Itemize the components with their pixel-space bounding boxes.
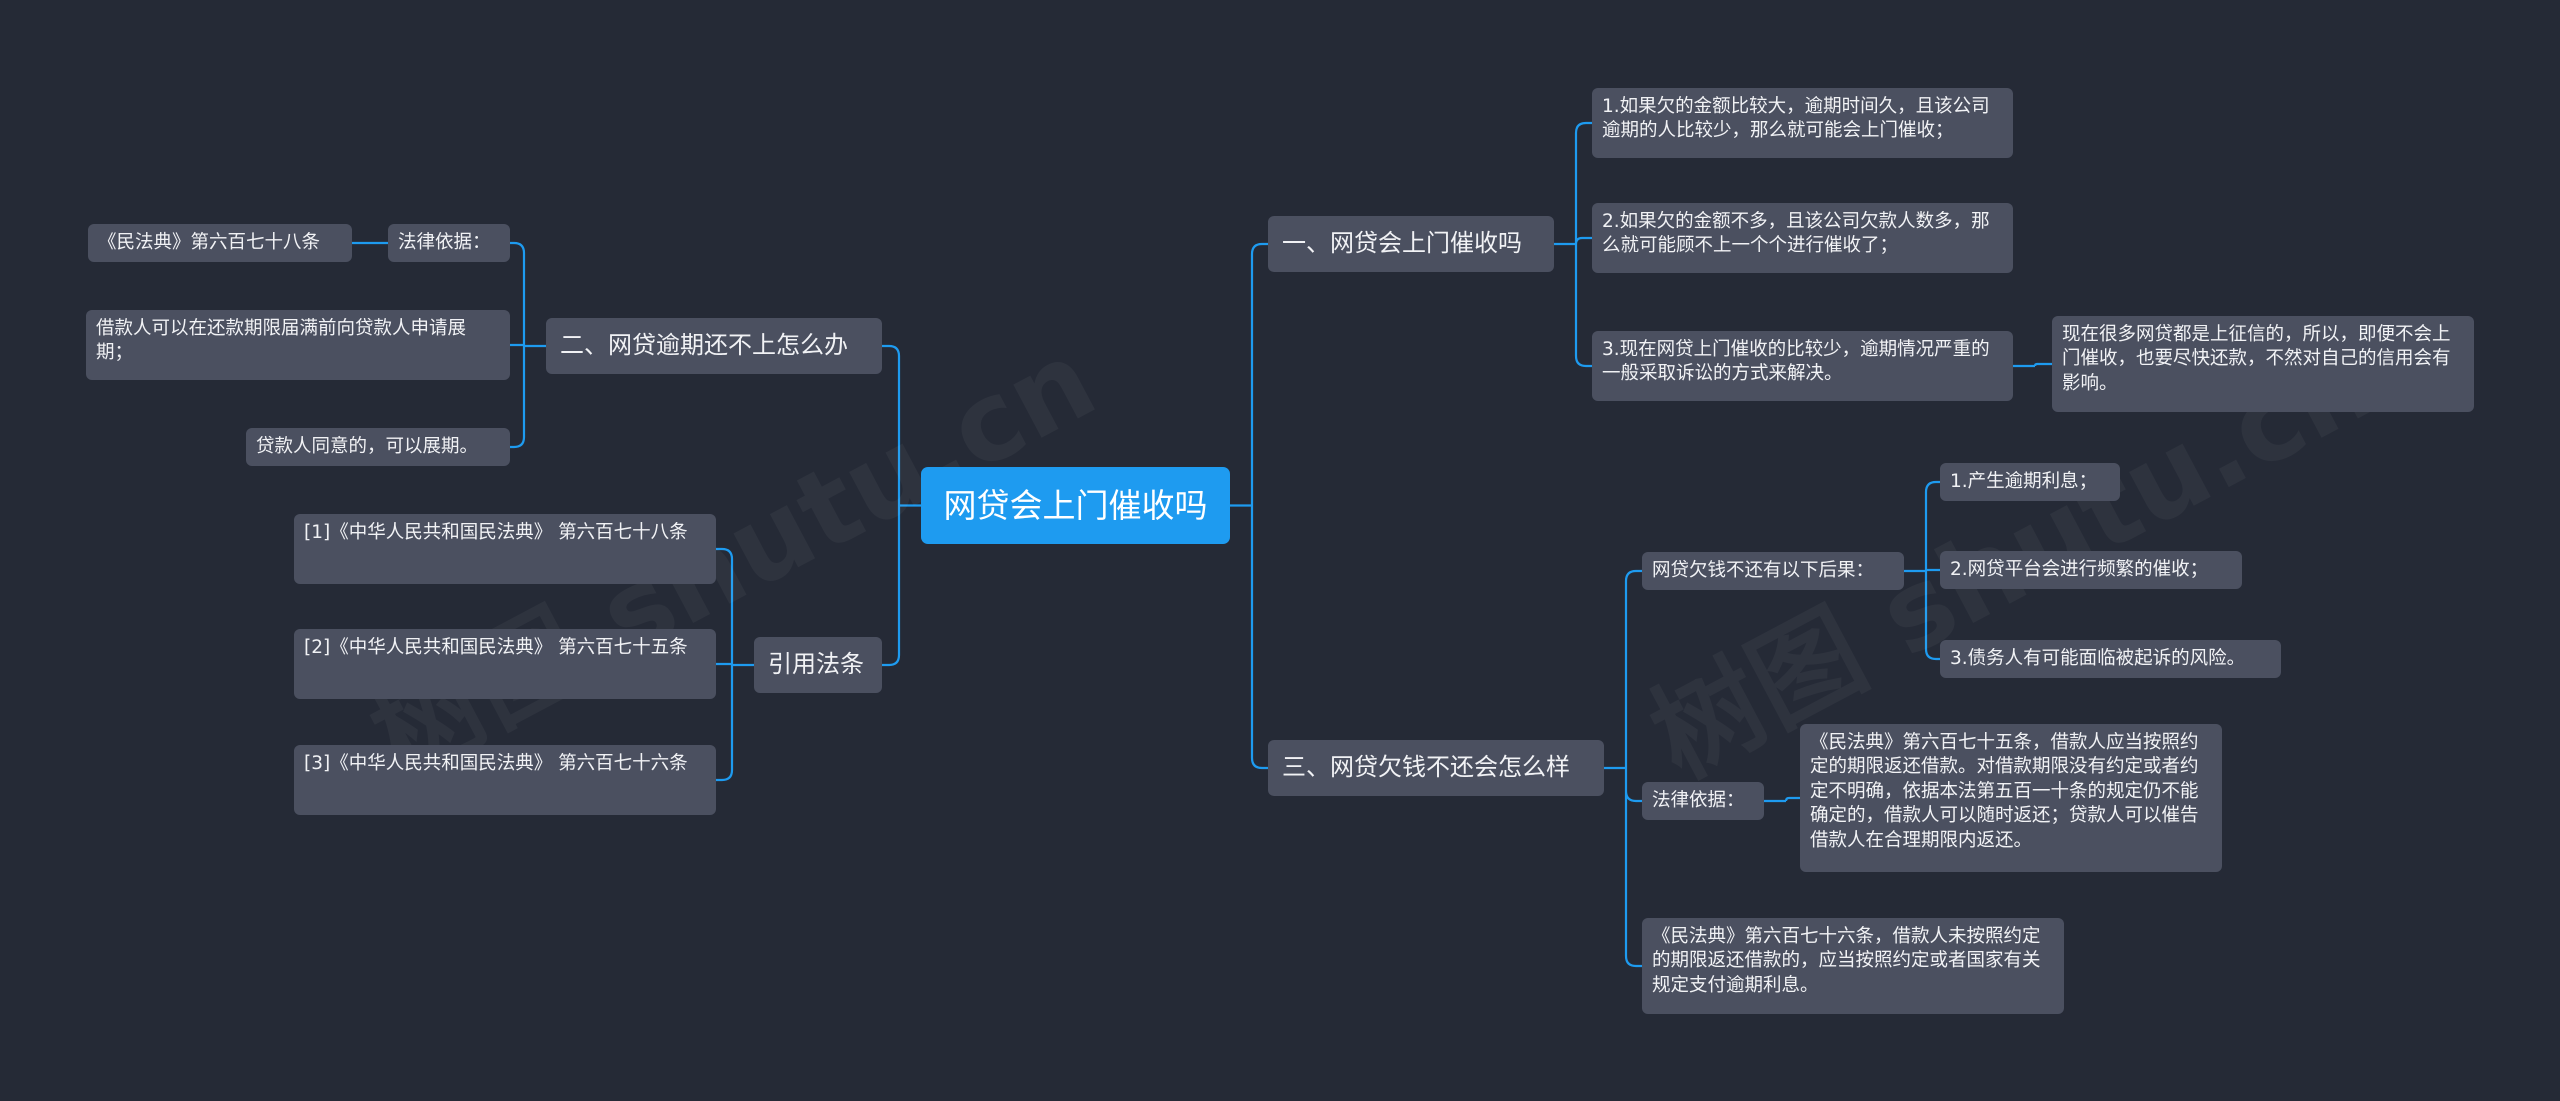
connector-n-b4 [716,547,754,782]
branch-cited-articles[interactable]: 引用法条 [754,637,882,693]
cited-article-3[interactable]: [3]《中华人民共和国民法典》 第六百七十六条 [294,745,716,815]
connector-n-root [882,344,921,667]
branch2-legal-basis-label[interactable]: 法律依据： [388,224,510,262]
connector-n-b3 [1604,569,1642,968]
cited-article-1[interactable]: [1]《中华人民共和国民法典》 第六百七十八条 [294,514,716,584]
connector-n-b3basis [1764,796,1800,803]
branch3-overdue-interest[interactable]: 《民法典》第六百七十六条，借款人未按照约定的期限返还借款的，应当按照约定或者国家… [1642,918,2064,1014]
branch-unpaid-consequences[interactable]: 三、网贷欠钱不还会怎么样 [1268,740,1604,796]
connector-n-b2 [510,241,546,449]
branch3-legal-basis-label[interactable]: 法律依据： [1642,782,1764,820]
connector-n-b1i2 [2013,362,2052,368]
connector-n-b1 [1554,121,1592,368]
branch-door-collection[interactable]: 一、网贷会上门催收吗 [1268,216,1554,272]
branch3-consequence-3[interactable]: 3.债务人有可能面临被起诉的风险。 [1940,640,2281,678]
branch3-consequences-label[interactable]: 网贷欠钱不还有以下后果： [1642,552,1904,590]
branch1-item-2[interactable]: 2.如果欠的金额不多，且该公司欠款人数多，那么就可能顾不上一个个进行催收了； [1592,203,2013,273]
branch3-consequence-1[interactable]: 1.产生逾期利息； [1940,463,2120,501]
branch1-credit-note[interactable]: 现在很多网贷都是上征信的，所以，即便不会上门催收，也要尽快还款，不然对自己的信用… [2052,316,2474,412]
connector-n-b3cons [1904,480,1940,661]
connector-n-root [1230,242,1268,770]
branch1-item-1[interactable]: 1.如果欠的金额比较大，逾期时间久，且该公司逾期的人比较少，那么就可能会上门催收… [1592,88,2013,158]
branch-overdue-solutions[interactable]: 二、网贷逾期还不上怎么办 [546,318,882,374]
root-topic[interactable]: 网贷会上门催收吗 [921,467,1230,544]
cited-article-2[interactable]: [2]《中华人民共和国民法典》 第六百七十五条 [294,629,716,699]
branch2-extension-approval[interactable]: 贷款人同意的，可以展期。 [246,428,510,466]
branch2-extension-request[interactable]: 借款人可以在还款期限届满前向贷款人申请展期； [86,310,510,380]
branch3-consequence-2[interactable]: 2.网贷平台会进行频繁的催收； [1940,551,2242,589]
branch1-item-3[interactable]: 3.现在网贷上门催收的比较少，逾期情况严重的一般采取诉讼的方式来解决。 [1592,331,2013,401]
branch2-legal-basis-ref[interactable]: 《民法典》第六百七十八条 [88,224,352,262]
branch3-legal-basis-text[interactable]: 《民法典》第六百七十五条，借款人应当按照约定的期限返还借款。对借款期限没有约定或… [1800,724,2222,872]
